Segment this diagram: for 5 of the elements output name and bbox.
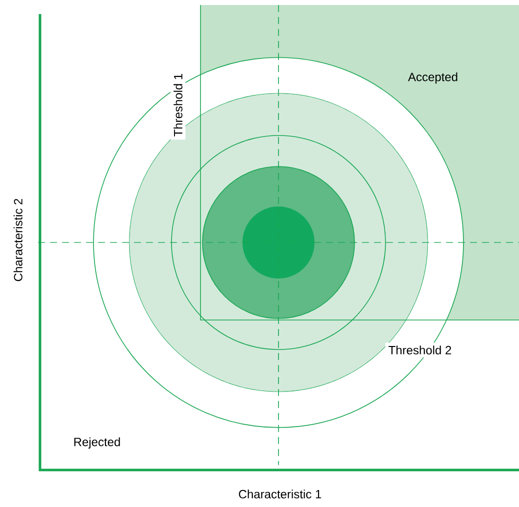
threshold-label: Threshold 1 (170, 70, 186, 140)
axis-label: Characteristic 2 (14, 198, 22, 282)
region-label: Rejected (74, 437, 120, 449)
axis-label: Characteristic 1 (238, 490, 322, 498)
threshold-label: Threshold 2 (385, 342, 455, 358)
